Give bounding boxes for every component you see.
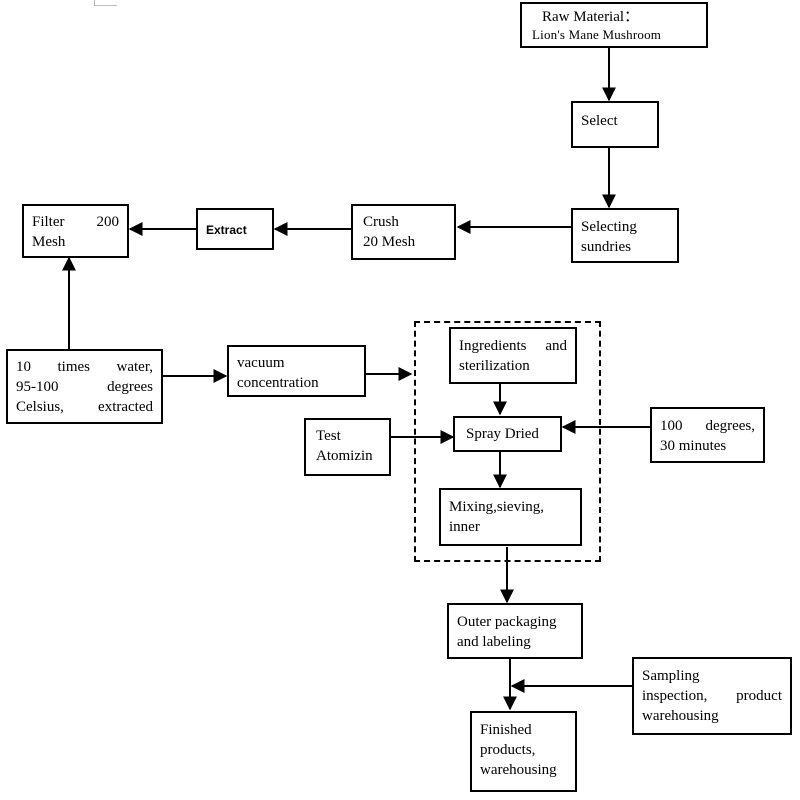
- crush-line1: Crush: [363, 214, 399, 230]
- extract-label: Extract: [206, 223, 247, 237]
- temperature-line2: 30 minutes: [660, 438, 727, 454]
- page-corner-mark: [94, 0, 117, 6]
- sampling-line3: warehousing: [642, 708, 719, 724]
- processing-group-dashed-outline: [414, 321, 601, 562]
- spray-dried-box: Spray Dried: [453, 416, 562, 452]
- filter-line2: Mesh: [32, 234, 66, 250]
- crush-box: Crush 20 Mesh: [351, 204, 456, 260]
- vacuum-line1: vacuum: [237, 355, 285, 371]
- temperature-line1: 100 degrees,: [660, 418, 755, 434]
- sampling-line1: Sampling: [642, 668, 700, 684]
- vacuum-line2: concentration: [237, 375, 319, 391]
- finished-line3: warehousing: [480, 762, 557, 778]
- crush-line2: 20 Mesh: [363, 234, 416, 250]
- ingredients-sterilization-box: Ingredients and sterilization: [449, 327, 577, 384]
- finished-products-box: Finished products, warehousing: [470, 711, 577, 792]
- water-extraction-line2: 95-100 degrees: [16, 379, 153, 395]
- ingredients-line2: sterilization: [459, 358, 530, 374]
- test-atomizin-line1: Test: [316, 428, 341, 444]
- water-extraction-line1: 10 times water,: [16, 359, 153, 375]
- outer-packaging-line1: Outer packaging: [457, 614, 557, 630]
- select-box: Select: [571, 101, 659, 148]
- raw-material-title: Raw Material：: [542, 9, 640, 25]
- selecting-sundries-box: Selecting sundries: [571, 208, 679, 263]
- selecting-sundries-line1: Selecting: [581, 219, 637, 235]
- sampling-inspection-box: Sampling inspection, product warehousing: [632, 657, 792, 735]
- mixing-sieving-box: Mixing,sieving, inner: [439, 488, 582, 546]
- water-extraction-line3: Celsius, extracted: [16, 399, 153, 415]
- outer-packaging-line2: and labeling: [457, 634, 531, 650]
- ingredients-line1: Ingredients and: [459, 338, 567, 354]
- water-extraction-box: 10 times water, 95-100 degrees Celsius, …: [6, 349, 163, 424]
- temperature-time-box: 100 degrees, 30 minutes: [650, 407, 765, 463]
- filter-line1: Filter 200: [32, 214, 119, 230]
- sampling-line2: inspection, product: [642, 688, 782, 704]
- test-atomizin-box: Test Atomizin: [304, 418, 391, 476]
- filter-box: Filter 200 Mesh: [22, 204, 129, 258]
- mixing-line1: Mixing,sieving,: [449, 499, 545, 515]
- finished-line1: Finished: [480, 722, 532, 738]
- extract-box: Extract: [196, 208, 274, 250]
- outer-packaging-box: Outer packaging and labeling: [447, 603, 583, 659]
- select-label: Select: [581, 113, 618, 129]
- test-atomizin-line2: Atomizin: [316, 448, 373, 464]
- vacuum-concentration-box: vacuum concentration: [227, 345, 366, 397]
- finished-line2: products,: [480, 742, 536, 758]
- raw-material-subtitle: Lion's Mane Mushroom: [532, 27, 662, 42]
- selecting-sundries-line2: sundries: [581, 239, 631, 255]
- mixing-line2: inner: [449, 519, 480, 535]
- raw-material-box: Raw Material： Lion's Mane Mushroom: [520, 2, 708, 48]
- spray-dried-label: Spray Dried: [466, 426, 539, 442]
